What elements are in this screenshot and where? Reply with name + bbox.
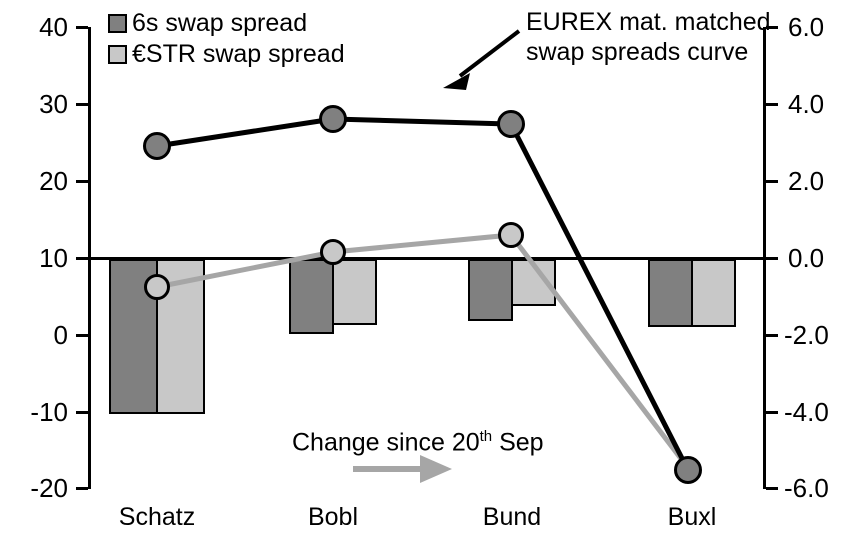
bar-estr-bobl <box>332 259 377 325</box>
black-marker-bund <box>497 110 525 138</box>
legend-swatch-estr-icon <box>108 45 127 64</box>
left-axis-tick-label: 30 <box>39 89 68 119</box>
left-tick-mark <box>76 26 88 29</box>
right-tick-mark <box>766 180 778 183</box>
left-tick-mark <box>76 334 88 337</box>
left-tick-mark <box>76 180 88 183</box>
left-axis-tick-label: 40 <box>39 12 68 42</box>
right-axis-tick-label: 2.0 <box>788 166 825 196</box>
curve-callout-line1: EUREX mat. matched <box>526 8 771 36</box>
zero-reference-line <box>88 257 766 260</box>
right-tick-mark <box>766 103 778 106</box>
left-axis-tick-label: 20 <box>39 166 68 196</box>
legend-item-6s: 6s swap spread <box>108 8 345 39</box>
bar-6s-bobl <box>289 259 334 334</box>
bar-estr-bund <box>511 259 556 306</box>
change-since-annotation: Change since 20th Sep <box>292 428 544 458</box>
gray-marker-schatz <box>144 274 170 300</box>
right-tick-mark <box>766 257 778 260</box>
left-tick-mark <box>76 103 88 106</box>
black-marker-buxl <box>674 456 702 484</box>
left-axis-tick-label: -20 <box>30 473 68 503</box>
gray-marker-bobl <box>320 239 346 265</box>
right-axis-tick-label: -6.0 <box>784 473 829 503</box>
gray-marker-bund <box>498 222 524 248</box>
callout-arrow <box>443 29 521 90</box>
bar-6s-buxl <box>648 259 693 327</box>
right-axis-tick-label: 6.0 <box>788 12 825 42</box>
right-tick-mark <box>766 26 778 29</box>
left-tick-mark <box>76 411 88 414</box>
change-note-suffix: Sep <box>492 428 544 457</box>
right-tick-mark <box>766 334 778 337</box>
right-axis-tick-label: 0.0 <box>788 243 825 273</box>
bar-estr-buxl <box>691 259 736 327</box>
black-marker-schatz <box>143 132 171 160</box>
category-label-bobl: Bobl <box>307 503 359 531</box>
left-tick-mark <box>76 257 88 260</box>
left-axis-tick-label: 0 <box>53 320 68 350</box>
black-line-path <box>154 116 691 473</box>
legend-item-estr: €STR swap spread <box>108 39 345 70</box>
left-axis-tick-label: 10 <box>39 243 68 273</box>
right-axis-tick-label: -2.0 <box>784 320 829 350</box>
right-axis-tick-label: 4.0 <box>788 89 825 119</box>
right-tick-mark <box>766 487 778 490</box>
bar-6s-bund <box>468 259 513 321</box>
legend-label-estr: €STR swap spread <box>132 40 345 68</box>
legend: 6s swap spread €STR swap spread <box>108 8 345 70</box>
black-marker-bobl <box>319 105 347 133</box>
left-axis-tick-label: -10 <box>30 397 68 427</box>
right-tick-mark <box>766 411 778 414</box>
category-label-schatz: Schatz <box>118 503 196 531</box>
curve-callout-line2: swap spreads curve <box>526 37 749 66</box>
curve-callout-annotation: EUREX mat. matched swap spreads curve <box>526 8 771 67</box>
category-label-buxl: Buxl <box>667 503 717 531</box>
change-note-ordinal: th <box>479 428 493 445</box>
legend-swatch-6s-icon <box>108 14 127 33</box>
left-tick-mark <box>76 487 88 490</box>
change-note-prefix: Change since 20 <box>292 428 480 457</box>
change-since-arrow <box>353 455 452 483</box>
legend-label-6s: 6s swap spread <box>132 9 308 37</box>
category-label-bund: Bund <box>482 503 542 531</box>
right-axis-tick-label: -4.0 <box>784 397 829 427</box>
